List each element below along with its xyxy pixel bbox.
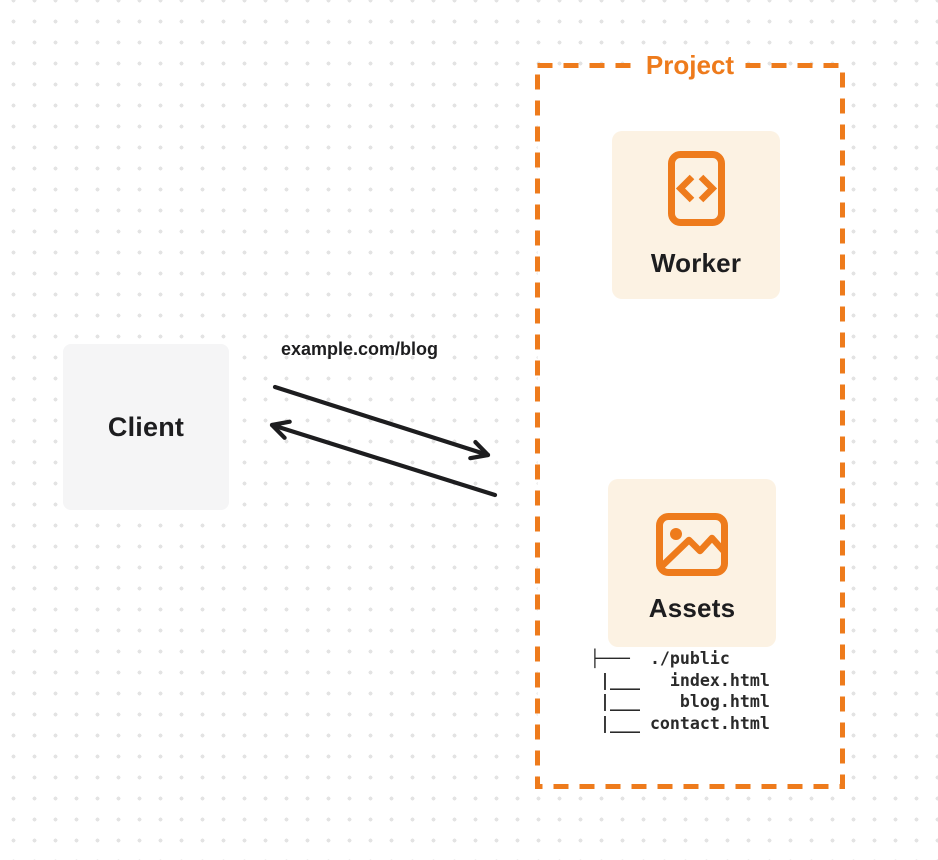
tree-line-public: ├─── ./public (590, 649, 730, 668)
request-url-label: example.com/blog (281, 339, 439, 359)
tree-line-contact: |___ contact.html (590, 713, 770, 733)
file-tree: ├─── ./public |___ index.html |___ blog.… (590, 648, 770, 734)
code-icon (667, 151, 725, 226)
image-icon (656, 512, 728, 576)
client-node: Client (63, 344, 229, 510)
tree-line-index: |___ index.html (590, 670, 770, 690)
assets-label: Assets (648, 592, 736, 623)
worker-card: Worker (612, 131, 780, 299)
request-response-arrows (269, 384, 498, 498)
response-arrow (269, 419, 498, 498)
project-boundary: Project Worker Assets ├─── ./public |___… (535, 50, 845, 789)
tree-line-blog: |___ blog.html (590, 692, 770, 711)
request-arrow (272, 384, 491, 461)
assets-card: Assets (608, 479, 776, 647)
worker-label: Worker (650, 248, 742, 278)
client-label: Client (107, 411, 185, 442)
project-label: Project (636, 50, 744, 81)
